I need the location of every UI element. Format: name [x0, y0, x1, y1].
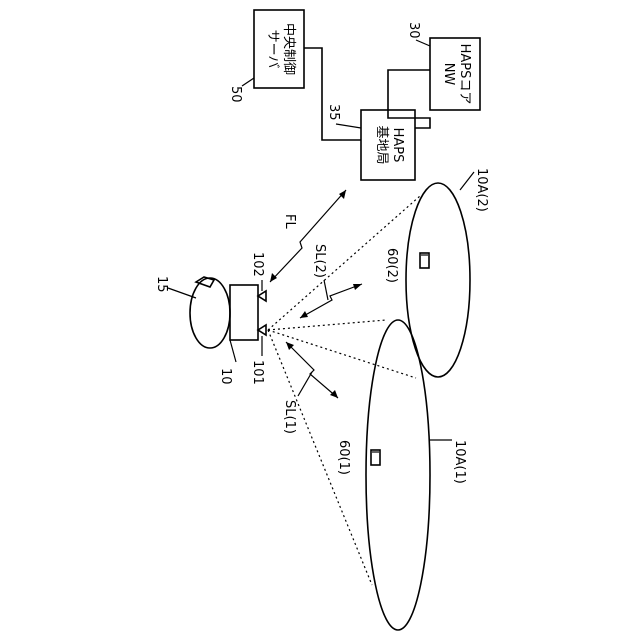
service-link-2-arrowhead-end: [353, 284, 362, 290]
feeder-link-arrowhead-end: [339, 190, 346, 199]
feeder-link-label: FL: [282, 214, 297, 229]
airship-ref-number: 15: [154, 276, 169, 293]
core-box-label-line2: NW: [441, 63, 456, 86]
feeder-link-arrow: [270, 190, 346, 282]
terminal-60-2-label: 60(2): [384, 248, 399, 283]
haps-ref-leader: [230, 340, 236, 362]
service-link-2-leader: [324, 280, 328, 300]
beam-2-lower-edge: [268, 330, 416, 378]
cell-10A-1: [366, 320, 430, 630]
antenna-102-ref-number: 102: [250, 252, 265, 277]
antenna-101-ref-number: 101: [250, 360, 265, 385]
service-link-2-arrow: [300, 284, 362, 318]
antenna-101: [258, 325, 266, 335]
beam-1-inner-edge: [268, 320, 386, 330]
base-ref-number: 35: [326, 104, 341, 121]
terminal-60-1-label: 60(1): [336, 440, 351, 475]
server-ref-leader: [242, 78, 254, 86]
base-to-core-line: [388, 70, 430, 128]
core-box-label-line1: HAPSコア: [457, 44, 472, 105]
cell-10A-2-label: 10A(2): [474, 168, 489, 212]
service-link-1-leader: [298, 372, 312, 396]
airship-ref-leader: [168, 288, 196, 298]
service-link-1-label: SL(1): [282, 400, 297, 434]
service-link-2-label: SL(2): [312, 244, 327, 278]
service-link-1-arrowhead-end: [330, 390, 338, 398]
core-ref-leader: [416, 40, 430, 46]
server-box-label-line2: サーバ: [265, 30, 280, 69]
base-box-label-line2: 基地局: [374, 125, 389, 164]
cell-10A-2-leader: [460, 172, 474, 190]
base-box-label-line1: HAPS: [390, 128, 405, 163]
haps-ref-number: 10: [218, 368, 233, 385]
cell-10A-2: [406, 183, 470, 377]
feeder-link-arrowhead-start: [270, 273, 277, 282]
beam-1-outer-edge: [268, 330, 372, 585]
cell-10A-1-label: 10A(1): [452, 440, 467, 484]
airship-envelope: [190, 278, 230, 348]
antenna-102: [258, 291, 266, 301]
server-box-label-line1: 中央制御: [281, 23, 296, 75]
server-ref-number: 50: [228, 86, 243, 103]
base-ref-leader: [336, 124, 361, 128]
core-ref-number: 30: [406, 22, 421, 39]
haps-gondola: [230, 285, 258, 340]
